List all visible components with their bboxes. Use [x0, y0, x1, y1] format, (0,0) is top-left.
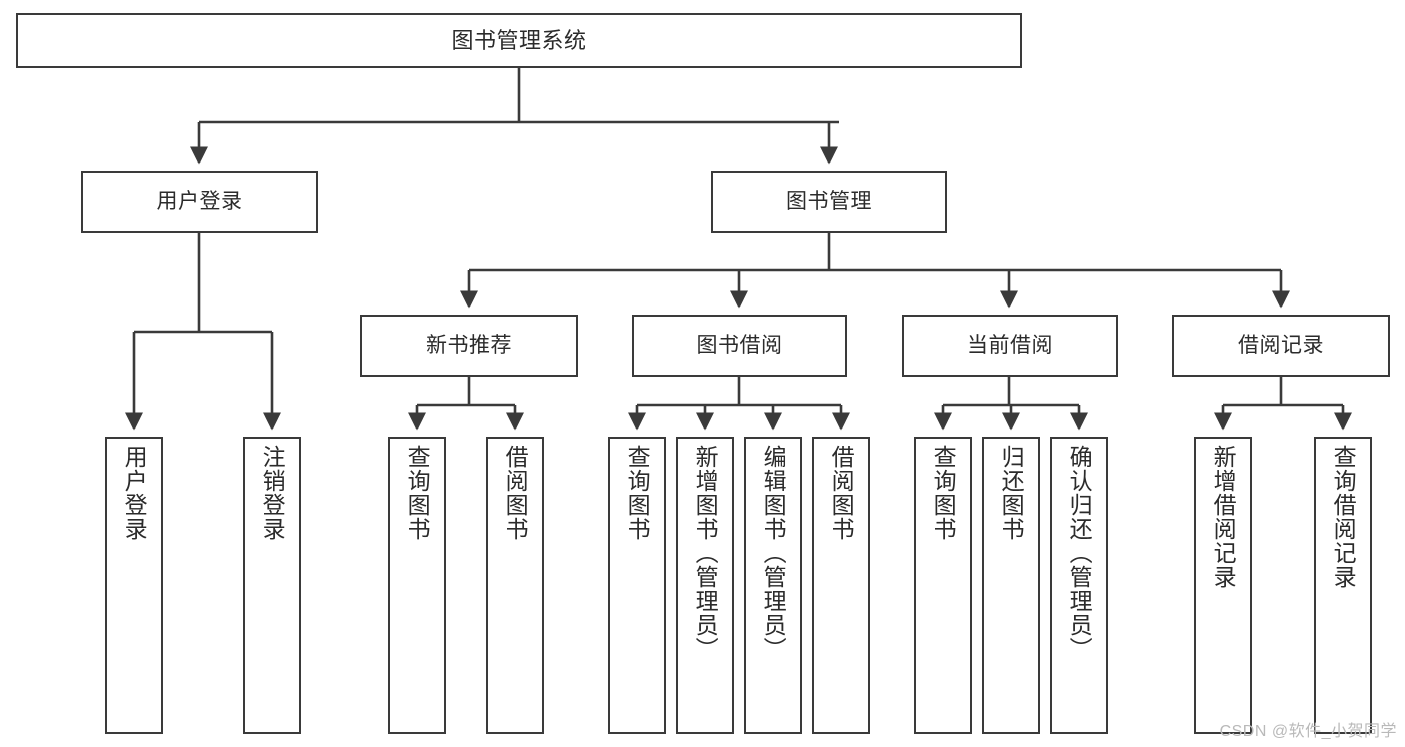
node-user-login[interactable]: 用户登录 [81, 171, 318, 233]
node-leaf-confirm-return-label: 确认归还（管理员） [1066, 445, 1093, 661]
node-current-borrow-label: 当前借阅 [967, 333, 1053, 357]
node-leaf-edit-book-label: 编辑图书（管理员） [760, 445, 787, 661]
node-root-label: 图书管理系统 [451, 27, 587, 53]
node-leaf-borrow-book-1[interactable]: 借阅图书 [486, 437, 544, 734]
node-leaf-add-book-label: 新增图书（管理员） [692, 445, 719, 661]
node-new-book-recommend-label: 新书推荐 [426, 333, 512, 357]
node-leaf-logout[interactable]: 注销登录 [243, 437, 301, 734]
node-book-borrow-label: 图书借阅 [696, 333, 783, 357]
node-leaf-query-record-label: 查询借阅记录 [1330, 445, 1357, 589]
node-book-manage-label: 图书管理 [786, 189, 872, 213]
node-borrow-record-label: 借阅记录 [1238, 333, 1324, 357]
node-leaf-borrow-book-2[interactable]: 借阅图书 [812, 437, 870, 734]
node-leaf-query-book-2-label: 查询图书 [624, 445, 651, 541]
node-leaf-query-book-2[interactable]: 查询图书 [608, 437, 666, 734]
node-current-borrow[interactable]: 当前借阅 [902, 315, 1118, 377]
node-leaf-confirm-return[interactable]: 确认归还（管理员） [1050, 437, 1108, 734]
node-book-manage[interactable]: 图书管理 [711, 171, 947, 233]
node-leaf-borrow-book-2-label: 借阅图书 [828, 445, 855, 541]
node-user-login-label: 用户登录 [156, 189, 243, 213]
node-leaf-user-login[interactable]: 用户登录 [105, 437, 163, 734]
watermark: CSDN @软件_小贺同学 [1219, 723, 1397, 740]
node-leaf-edit-book[interactable]: 编辑图书（管理员） [744, 437, 802, 734]
node-leaf-add-record-label: 新增借阅记录 [1210, 445, 1237, 589]
node-new-book-recommend[interactable]: 新书推荐 [360, 315, 578, 377]
node-leaf-query-book-1[interactable]: 查询图书 [388, 437, 446, 734]
node-leaf-logout-label: 注销登录 [259, 445, 286, 541]
node-leaf-add-record[interactable]: 新增借阅记录 [1194, 437, 1252, 734]
node-leaf-add-book[interactable]: 新增图书（管理员） [676, 437, 734, 734]
node-leaf-return-book-label: 归还图书 [998, 445, 1025, 541]
node-book-borrow[interactable]: 图书借阅 [632, 315, 847, 377]
node-root[interactable]: 图书管理系统 [16, 13, 1022, 68]
node-borrow-record[interactable]: 借阅记录 [1172, 315, 1390, 377]
node-leaf-query-book-1-label: 查询图书 [404, 445, 431, 541]
node-leaf-user-login-label: 用户登录 [121, 445, 148, 541]
node-leaf-query-record[interactable]: 查询借阅记录 [1314, 437, 1372, 734]
node-leaf-query-book-3-label: 查询图书 [930, 445, 957, 541]
node-leaf-return-book[interactable]: 归还图书 [982, 437, 1040, 734]
node-leaf-query-book-3[interactable]: 查询图书 [914, 437, 972, 734]
node-leaf-borrow-book-1-label: 借阅图书 [502, 445, 529, 541]
